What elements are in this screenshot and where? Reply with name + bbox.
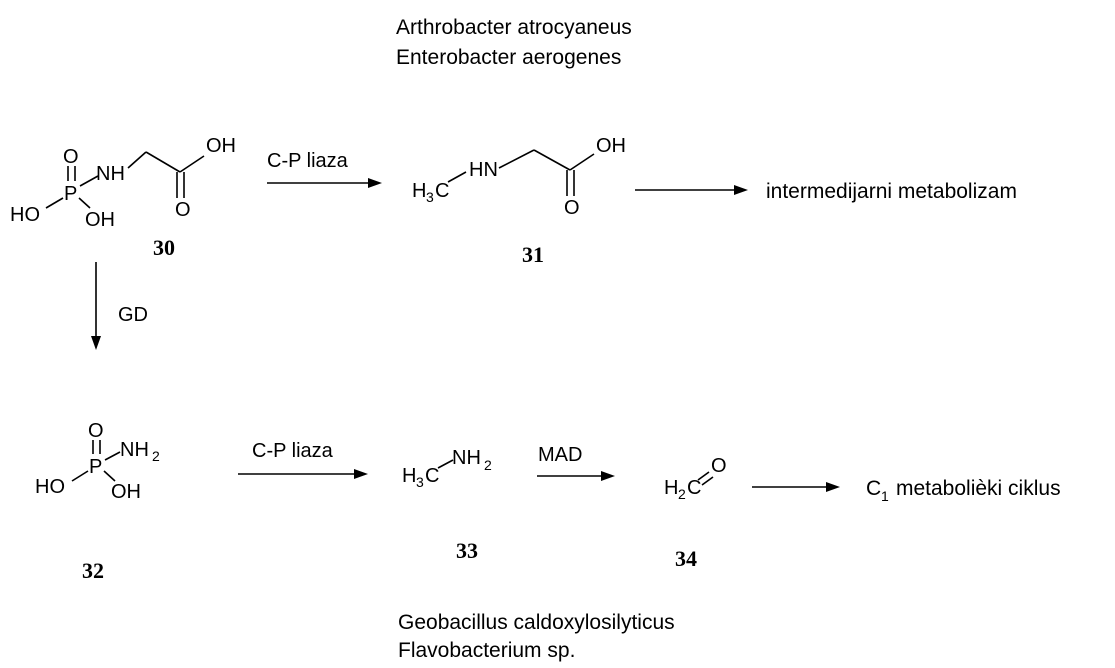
- svg-text:O: O: [175, 199, 191, 221]
- product-intermediary: intermedijarni metabolizam: [766, 180, 1017, 203]
- svg-text:2: 2: [484, 457, 492, 473]
- svg-text:NH: NH: [120, 439, 149, 461]
- svg-text:HN: HN: [469, 159, 498, 181]
- svg-text:HO: HO: [35, 476, 65, 498]
- arrowhead-30-to-31: [368, 178, 382, 188]
- svg-text:1: 1: [881, 488, 889, 504]
- svg-text:C: C: [687, 477, 701, 499]
- arrowhead-33-to-34: [601, 471, 615, 481]
- svg-text:OH: OH: [596, 135, 626, 157]
- arrowhead-30-to-32: [91, 336, 101, 350]
- compound-label-34: 34: [675, 546, 697, 571]
- organism-top-1: Arthrobacter atrocyaneus: [396, 16, 632, 39]
- svg-text:metabolièki ciklus: metabolièki ciklus: [896, 477, 1061, 500]
- compound-33-structure: H 3 C NH 2: [402, 447, 492, 490]
- svg-text:C: C: [435, 180, 449, 202]
- svg-text:2: 2: [678, 486, 686, 502]
- compound-30-structure: O P NH O OH HO OH: [10, 135, 236, 231]
- arrowhead-34: [826, 482, 840, 492]
- svg-text:C: C: [866, 477, 881, 500]
- organism-top-2: Enterobacter aerogenes: [396, 46, 621, 69]
- svg-text:H: H: [402, 465, 416, 487]
- organism-bottom-2: Flavobacterium sp.: [398, 639, 575, 662]
- svg-text:3: 3: [416, 474, 424, 490]
- svg-text:OH: OH: [111, 481, 141, 503]
- svg-text:P: P: [64, 183, 77, 205]
- arrow-label-cp-lyase-bottom: C-P liaza: [252, 440, 334, 462]
- organism-bottom-1: Geobacillus caldoxylosilyticus: [398, 611, 675, 634]
- arrow-label-cp-lyase-top: C-P liaza: [267, 150, 349, 172]
- compound-label-30: 30: [153, 235, 175, 260]
- product-c1-cycle: C 1 metabolièki ciklus: [866, 477, 1061, 504]
- svg-text:2: 2: [152, 448, 160, 464]
- compound-32-structure: O P NH 2 HO OH: [35, 420, 160, 503]
- svg-text:NH: NH: [96, 163, 125, 185]
- svg-text:OH: OH: [85, 209, 115, 231]
- arrow-label-gd: GD: [118, 304, 148, 326]
- compound-label-31: 31: [522, 242, 544, 267]
- arrow-label-mad: MAD: [538, 444, 582, 466]
- compound-label-32: 32: [82, 558, 104, 583]
- svg-text:3: 3: [426, 189, 434, 205]
- svg-text:C: C: [425, 465, 439, 487]
- svg-text:O: O: [564, 197, 580, 219]
- svg-text:O: O: [88, 420, 104, 442]
- compound-31-structure: H 3 C HN O OH: [412, 135, 626, 219]
- svg-text:O: O: [711, 455, 727, 477]
- svg-text:P: P: [89, 456, 102, 478]
- svg-text:OH: OH: [206, 135, 236, 157]
- svg-text:H: H: [412, 180, 426, 202]
- compound-34-structure: H 2 C O: [664, 455, 727, 502]
- arrowhead-31: [734, 185, 748, 195]
- compound-label-33: 33: [456, 538, 478, 563]
- svg-text:O: O: [63, 146, 79, 168]
- arrowhead-32-to-33: [354, 469, 368, 479]
- svg-text:H: H: [664, 477, 678, 499]
- svg-text:NH: NH: [452, 447, 481, 469]
- svg-text:HO: HO: [10, 204, 40, 226]
